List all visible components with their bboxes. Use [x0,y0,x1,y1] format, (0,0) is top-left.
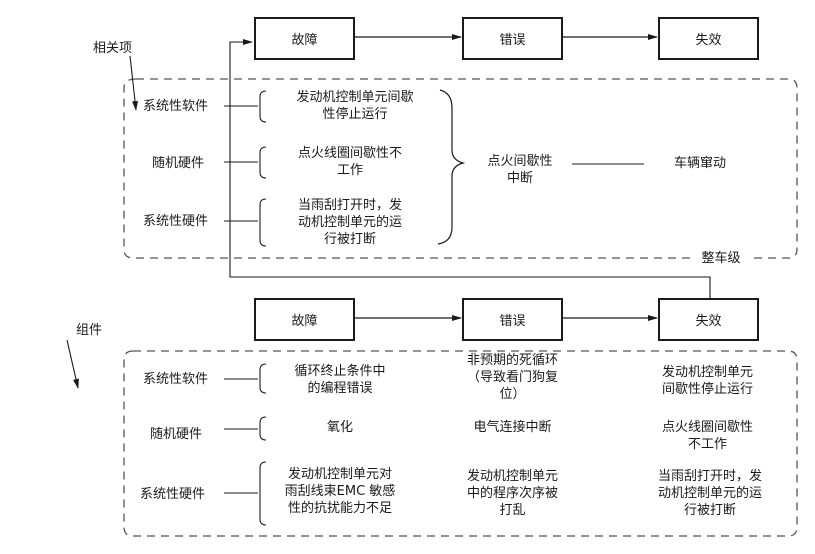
text-line: 发动机控制单元 [466,469,558,484]
bottom-row-label: 系统性硬件 [140,487,206,502]
text-line: 工作 [336,163,363,178]
top-fault-item: 发动机控制单元间歇 性停止运行 [275,89,435,123]
top-fault-item: 当雨刮打开时，发 动机控制单元的运 行被打断 [275,197,425,248]
bottom-failure-label: 失效 [695,314,722,329]
bottom-fault-label: 故障 [291,314,318,329]
text-line: 发动机控制单元 [661,365,753,380]
top-fault-label: 故障 [291,33,318,48]
text-line: 行被打断 [683,503,736,518]
text-line: 中断 [506,171,533,186]
bottom-failure-box: 失效 [658,298,759,341]
text-line: （导致看门狗复 [466,370,558,385]
top-row-label: 系统性硬件 [143,214,209,229]
text-line: 点火线圈间歇性不 [297,146,402,161]
text-line: 发动机控制单元对 [287,467,392,482]
top-failure-item: 车辆窜动 [673,156,726,171]
bottom-error-label: 错误 [499,314,526,329]
text-line: 当雨刮打开时，发 [657,469,762,484]
text-line: 中的程序次序被 [466,486,558,501]
top-error-box: 错误 [462,17,563,60]
bottom-annotation-label: 组件 [76,323,103,338]
text-line: 的编程错误 [307,381,373,396]
component-boundary [123,350,798,537]
text-line: 不工作 [687,437,727,452]
vehicle-level-label: 整车级 [693,250,749,267]
bottom-error-item: 电气连接中断 [450,419,575,436]
bottom-error-item: 非预期的死循环 （导致看门狗复 位） [450,352,575,403]
vehicle-level-boundary [123,78,798,259]
text-line: 性的抗扰能力不足 [287,501,392,516]
text-line: 打乱 [499,503,526,518]
top-annotation-label: 相关项 [93,41,133,56]
bottom-row-label: 系统性软件 [143,372,209,387]
top-fault-item: 点火线圈间歇性不 工作 [275,145,425,179]
text-line: 雨刮线束EMC 敏感 [284,484,396,499]
top-row-label: 随机硬件 [152,156,205,171]
bottom-fault-item: 发动机控制单元对 雨刮线束EMC 敏感 性的抗扰能力不足 [270,466,410,517]
text-line: 位） [499,387,526,402]
text-line: 行被打断 [323,232,376,247]
top-failure-label: 失效 [695,33,722,48]
text-line: 循环终止条件中 [294,364,386,379]
bottom-row-label: 随机硬件 [150,427,203,442]
text-line: 动机控制单元的运 [297,215,402,230]
feedback-loop-line [229,39,711,298]
bottom-failure-item: 当雨刮打开时，发 动机控制单元的运 行被打断 [640,468,780,519]
bottom-fault-item: 氧化 [275,419,405,436]
text-line: 间歇性停止运行 [661,382,753,397]
bottom-failure-item: 点火线圈间歇性 不工作 [645,419,770,453]
top-failure-box: 失效 [658,17,759,60]
bottom-error-box: 错误 [462,298,563,341]
text-line: 点火线圈间歇性 [661,420,753,435]
bottom-fault-item: 循环终止条件中 的编程错误 [275,363,405,397]
top-error-item: 点火间歇性 中断 [475,153,565,187]
top-fault-box: 故障 [254,17,355,60]
text-line: 氧化 [326,420,353,435]
text-line: 电气连接中断 [473,420,552,435]
text-line: 当雨刮打开时，发 [297,198,402,213]
top-big-brace [437,89,466,245]
bottom-failure-item: 发动机控制单元 间歇性停止运行 [645,364,770,398]
text-line: 发动机控制单元间歇 [296,90,414,105]
top-annotation-arrow [129,55,138,111]
bottom-error-item: 发动机控制单元 中的程序次序被 打乱 [450,468,575,519]
text-line: 点火间歇性 [487,154,553,169]
text-line: 性停止运行 [322,107,388,122]
text-line: 动机控制单元的运 [657,486,762,501]
top-error-label: 错误 [499,33,526,48]
bottom-annotation-arrow [66,339,79,389]
top-row-label: 系统性软件 [143,99,209,114]
text-line: 非预期的死循环 [466,353,558,368]
bottom-fault-box: 故障 [254,298,355,341]
